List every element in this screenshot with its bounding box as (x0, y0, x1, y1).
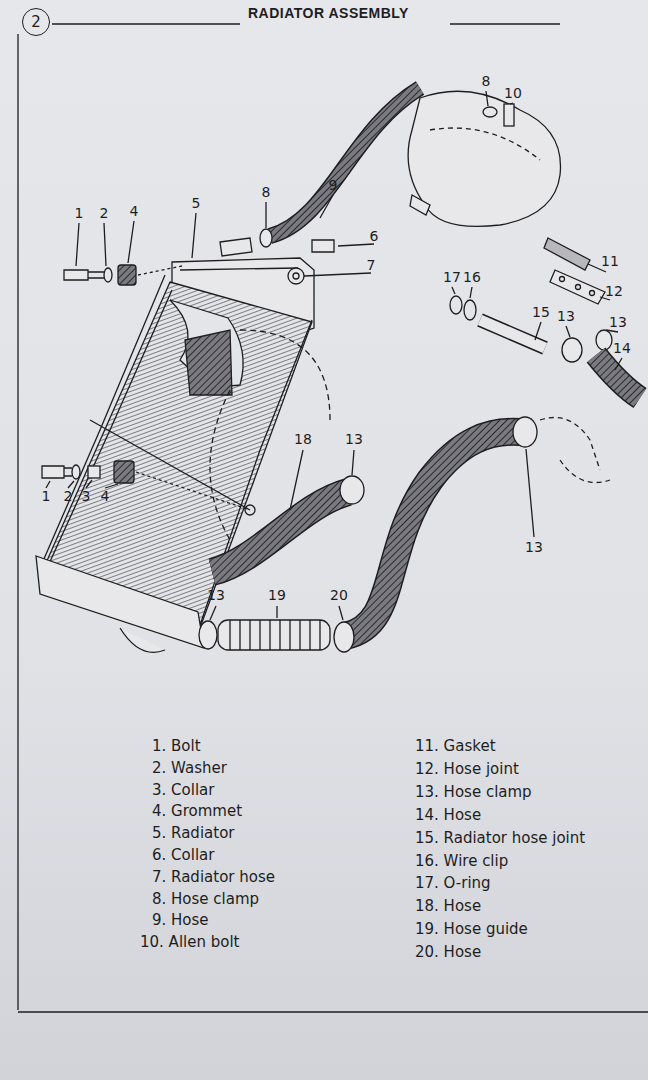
callout-number: 10 (504, 86, 522, 101)
figure-number: 2 (31, 13, 41, 31)
parts-list-entry: 18. Hose (415, 898, 481, 915)
parts-list-entry: 1. Bolt (152, 738, 201, 755)
parts-list-entry: 13. Hose clamp (415, 784, 532, 801)
callout-number: 20 (330, 588, 348, 603)
callout-number: 15 (532, 305, 550, 320)
parts-list-entry: 5. Radiator (152, 825, 234, 842)
callout-number: 14 (613, 341, 631, 356)
callout-number: 12 (605, 284, 623, 299)
callout-number: 4 (101, 489, 110, 504)
parts-list-entry: 19. Hose guide (415, 921, 528, 938)
callout-number: 17 (443, 270, 461, 285)
parts-list-entry: 15. Radiator hose joint (415, 829, 585, 846)
callout-number: 13 (345, 432, 363, 447)
callout-number: 13 (557, 309, 575, 324)
parts-list-entry: 6. Collar (152, 847, 214, 864)
parts-list-entry: 14. Hose (415, 806, 481, 823)
callout-number: 11 (601, 254, 619, 269)
parts-list-entry: 2. Washer (152, 760, 227, 777)
parts-list-entry: 10. Allen bolt (140, 934, 239, 951)
parts-list-entry: 20. Hose (415, 944, 481, 961)
figure-number-circle: 2 (22, 8, 50, 36)
parts-list-entry: 3. Collar (152, 781, 214, 798)
callout-number: 4 (130, 204, 139, 219)
callout-number: 5 (192, 196, 201, 211)
callout-number: 1 (75, 206, 84, 221)
parts-list-entry: 16. Wire clip (415, 852, 508, 869)
callout-number: 1 (42, 489, 51, 504)
parts-list-entry: 8. Hose clamp (152, 890, 259, 907)
callout-number: 18 (294, 432, 312, 447)
parts-list-entry: 7. Radiator hose (152, 869, 275, 886)
callout-number: 8 (482, 74, 491, 89)
callout-number: 19 (268, 588, 286, 603)
parts-list-entry: 9. Hose (152, 912, 209, 929)
callout-number: 6 (370, 229, 379, 244)
parts-list-entry: 11. Gasket (415, 738, 496, 755)
callout-number: 16 (463, 270, 481, 285)
callout-number: 9 (329, 178, 338, 193)
callout-number: 2 (64, 489, 73, 504)
page-title: RADIATOR ASSEMBLY (248, 6, 409, 21)
callout-number: 8 (262, 185, 271, 200)
callout-number: 13 (207, 588, 225, 603)
callout-number: 3 (82, 489, 91, 504)
callout-number: 2 (100, 206, 109, 221)
parts-list-entry: 12. Hose joint (415, 761, 519, 778)
callout-number: 13 (609, 315, 627, 330)
parts-list-entry: 4. Grommet (152, 803, 242, 820)
callout-number: 7 (367, 258, 376, 273)
parts-list-entry: 17. O-ring (415, 875, 491, 892)
callout-number: 13 (525, 540, 543, 555)
